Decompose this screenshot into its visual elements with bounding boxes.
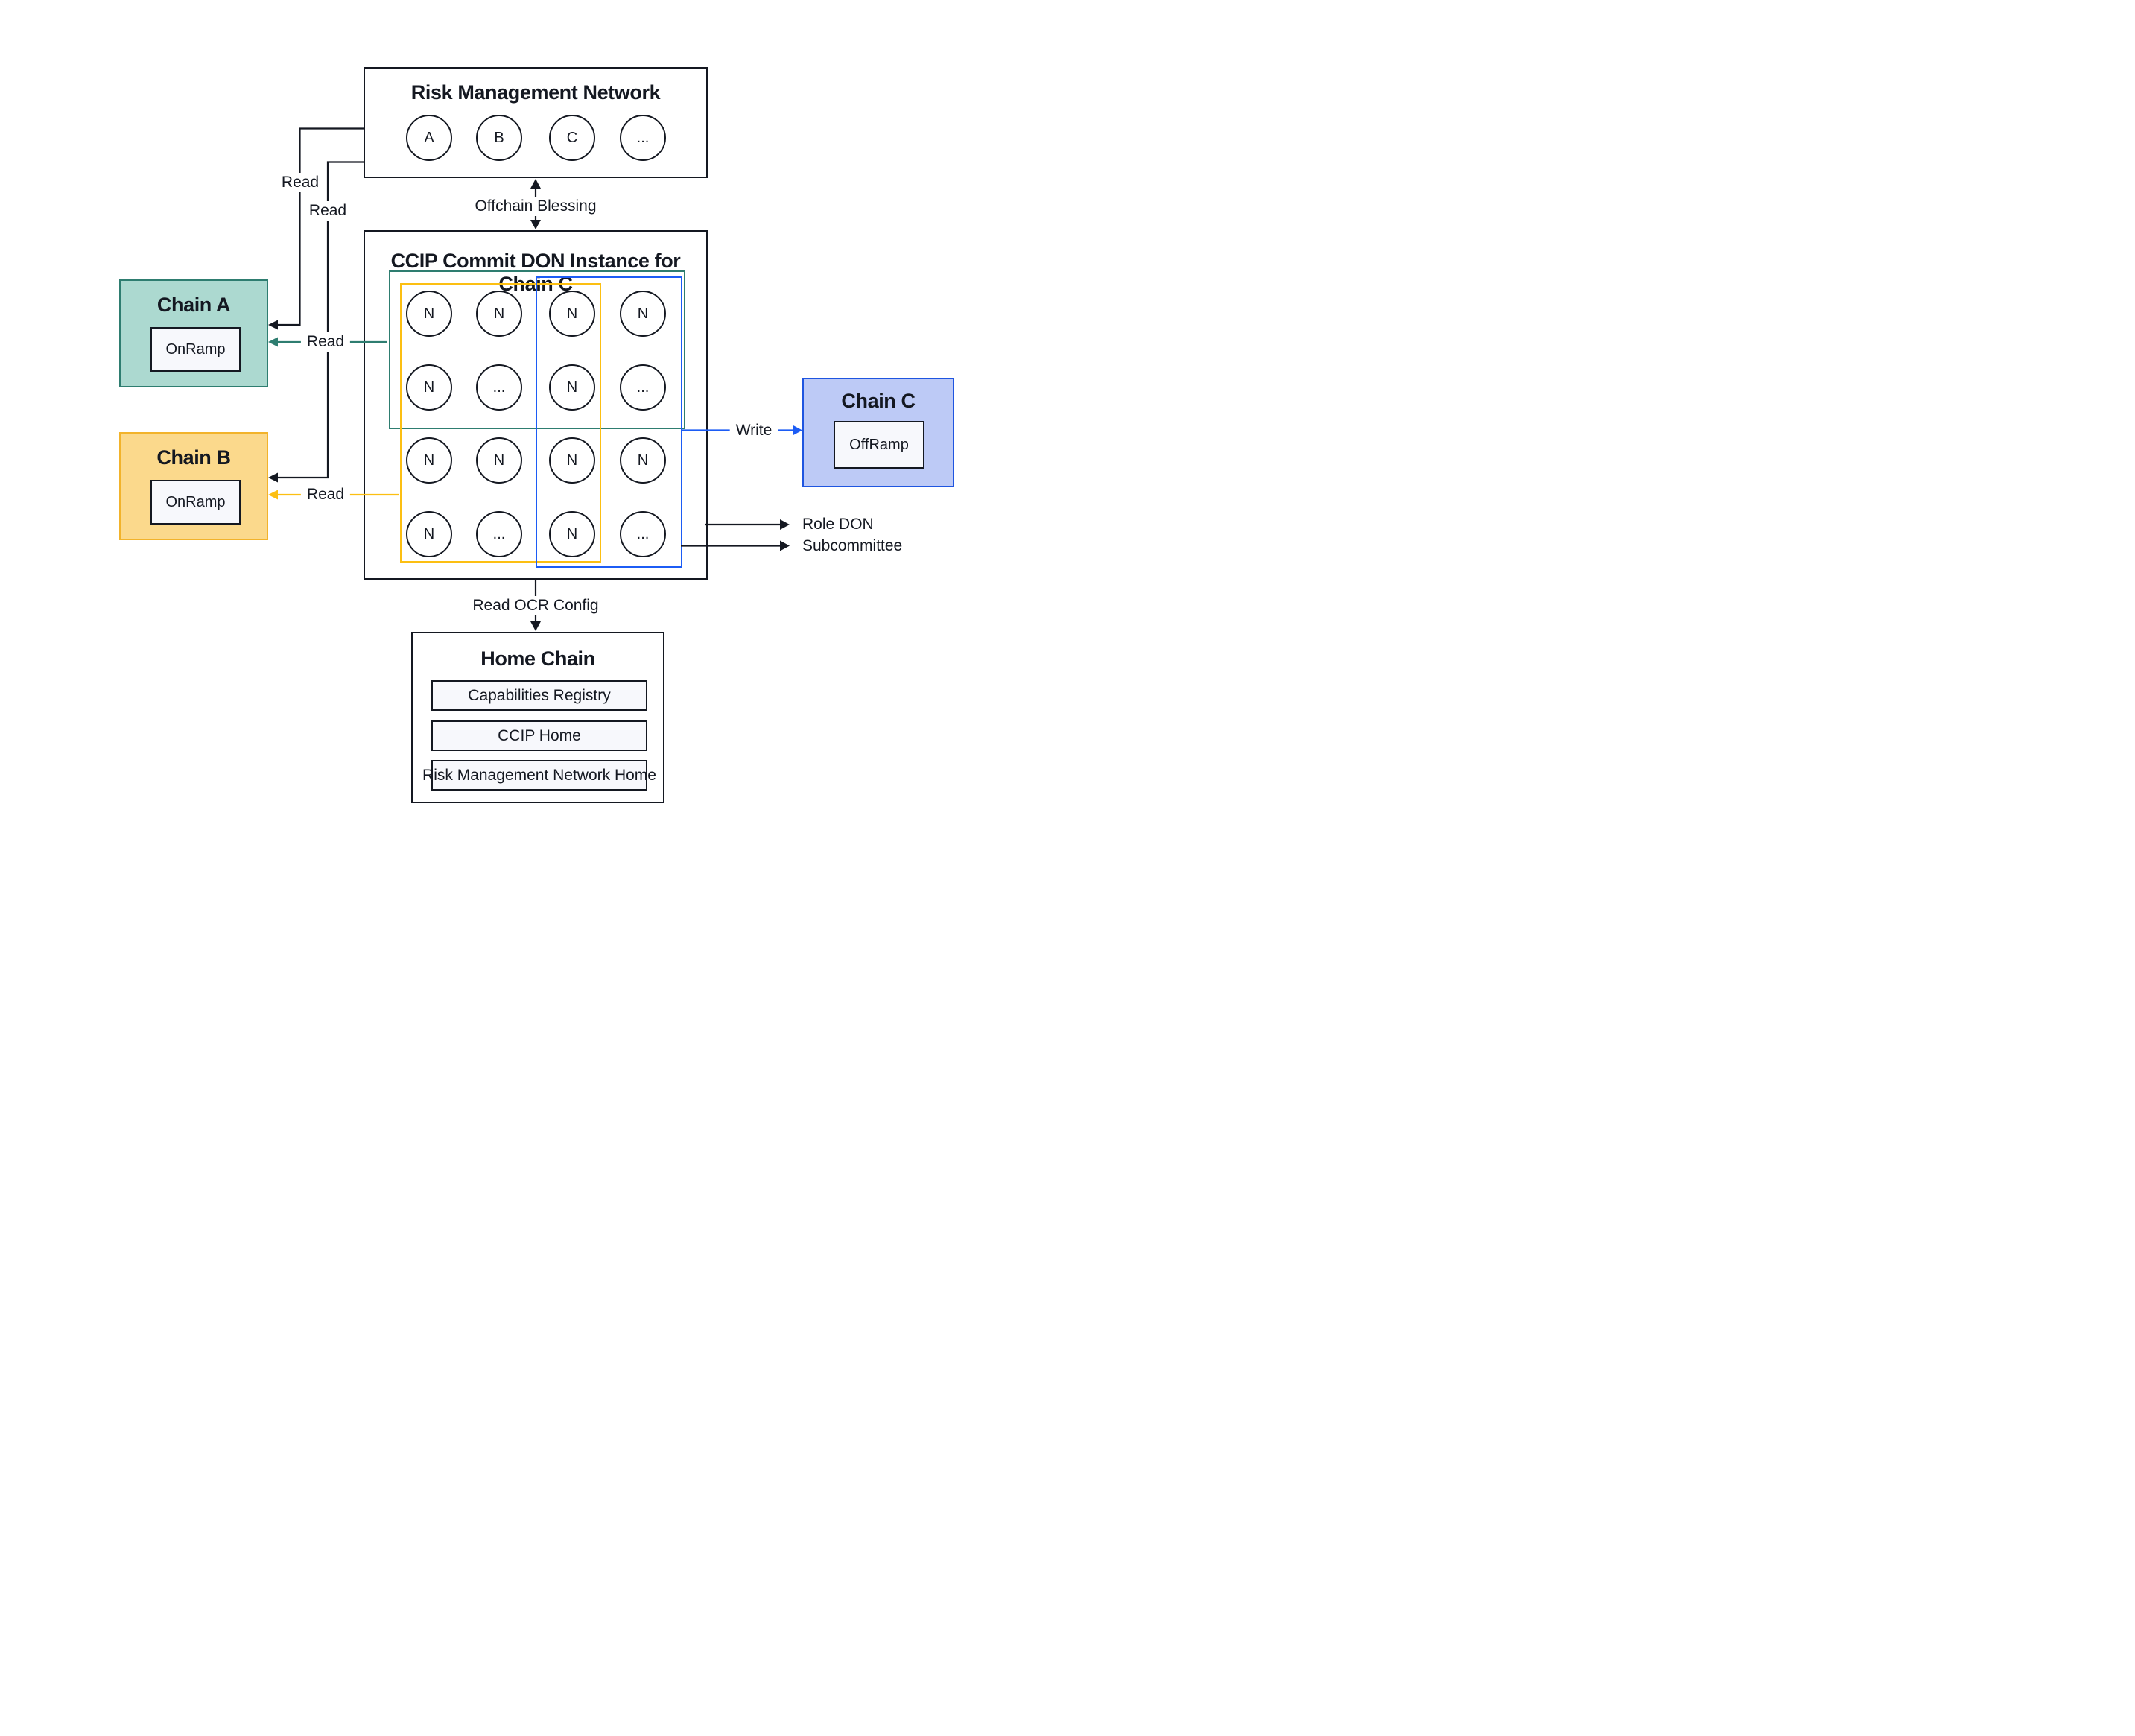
don-node-label: N — [566, 378, 578, 396]
don-node-label: N — [566, 305, 578, 322]
read-label-committee-chain-a: Read — [300, 332, 351, 352]
chain-c-title: Chain C — [841, 390, 916, 412]
rmn-node-a: A — [406, 115, 452, 161]
don-node: N — [406, 437, 452, 484]
don-node: N — [476, 291, 522, 337]
don-node-label: N — [566, 452, 578, 469]
don-node-label: ... — [492, 525, 506, 542]
chain-a-title: Chain A — [156, 294, 231, 316]
don-node-label: N — [423, 378, 435, 396]
don-node: ... — [476, 511, 522, 557]
yellow-committee-rect — [400, 283, 601, 563]
don-node: N — [549, 364, 595, 411]
rmn-node-c: C — [549, 115, 595, 161]
role-don-label: Role DON — [802, 516, 874, 533]
rmn-node-b: B — [476, 115, 522, 161]
don-node: N — [620, 437, 666, 484]
arrowhead-right-icon — [793, 425, 802, 436]
subcommittee-label: Subcommittee — [802, 536, 903, 554]
don-node: N — [549, 291, 595, 337]
read-label-committee-chain-b: Read — [300, 485, 351, 504]
chain-a-onramp-box: OnRamp — [150, 327, 241, 372]
edge-rmn-read-chain-a — [278, 127, 364, 326]
arrowhead-down-icon — [530, 621, 541, 631]
rmn-node-more: ... — [620, 115, 666, 161]
don-node: ... — [476, 364, 522, 411]
rmn-node-a-label: A — [424, 129, 434, 146]
don-node: N — [476, 437, 522, 484]
rmn-node-b-label: B — [494, 129, 504, 146]
don-node-label: ... — [636, 525, 650, 542]
don-node-label: N — [493, 452, 505, 469]
read-label-rmn-chain-a: Read — [275, 173, 326, 192]
rmn-node-more-label: ... — [636, 129, 650, 146]
don-node: N — [406, 291, 452, 337]
chain-a-box: Chain A OnRamp — [119, 279, 268, 387]
teal-committee-rect — [389, 270, 685, 429]
arrowhead-down-icon — [530, 220, 541, 229]
offchain-blessing-label: Offchain Blessing — [469, 197, 603, 216]
don-node: ... — [620, 511, 666, 557]
risk-management-network-box: Risk Management Network A B C ... — [364, 67, 708, 178]
don-node: N — [406, 511, 452, 557]
don-node-label: ... — [636, 378, 650, 396]
chain-c-offramp-box: OffRamp — [834, 421, 924, 469]
don-node: N — [406, 364, 452, 411]
rmn-title: Risk Management Network — [410, 81, 661, 104]
chain-b-title: Chain B — [156, 446, 231, 469]
don-node-label: ... — [492, 378, 506, 396]
arrowhead-right-icon — [780, 519, 790, 530]
don-node: ... — [620, 364, 666, 411]
don-node: N — [549, 511, 595, 557]
ccip-home-box: CCIP Home — [431, 720, 647, 751]
chain-b-box: Chain B OnRamp — [119, 432, 268, 540]
don-node-label: N — [423, 305, 435, 322]
home-chain-box: Home Chain Capabilities Registry CCIP Ho… — [411, 632, 664, 803]
arrowhead-left-icon — [268, 472, 278, 483]
don-node: N — [620, 291, 666, 337]
arrowhead-left-icon — [268, 320, 278, 330]
ccip-architecture-diagram: Risk Management Network A B C ... CCIP C… — [0, 0, 1068, 868]
chain-b-onramp-box: OnRamp — [150, 480, 241, 525]
don-node-label: N — [566, 525, 578, 542]
home-chain-title: Home Chain — [480, 647, 595, 670]
capabilities-registry-box: Capabilities Registry — [431, 680, 647, 711]
read-label-rmn-chain-b: Read — [302, 201, 353, 221]
don-node: N — [549, 437, 595, 484]
don-node-label: N — [637, 305, 649, 322]
chain-c-box: Chain C OffRamp — [802, 378, 954, 487]
arrowhead-left-icon — [268, 490, 278, 500]
write-label: Write — [729, 421, 778, 440]
arrowhead-up-icon — [530, 179, 541, 189]
blue-subcommittee-rect — [536, 276, 682, 568]
arrowhead-left-icon — [268, 337, 278, 347]
risk-management-network-home-box: Risk Management Network Home — [422, 760, 656, 791]
read-ocr-config-label: Read OCR Config — [466, 596, 605, 615]
don-node-label: N — [423, 525, 435, 542]
don-node-label: N — [493, 305, 505, 322]
arrowhead-right-icon — [780, 540, 790, 551]
don-node-label: N — [423, 452, 435, 469]
rmn-node-c-label: C — [566, 129, 578, 146]
don-node-label: N — [637, 452, 649, 469]
ccip-commit-don-box: CCIP Commit DON Instance for Chain C N N… — [364, 230, 708, 580]
